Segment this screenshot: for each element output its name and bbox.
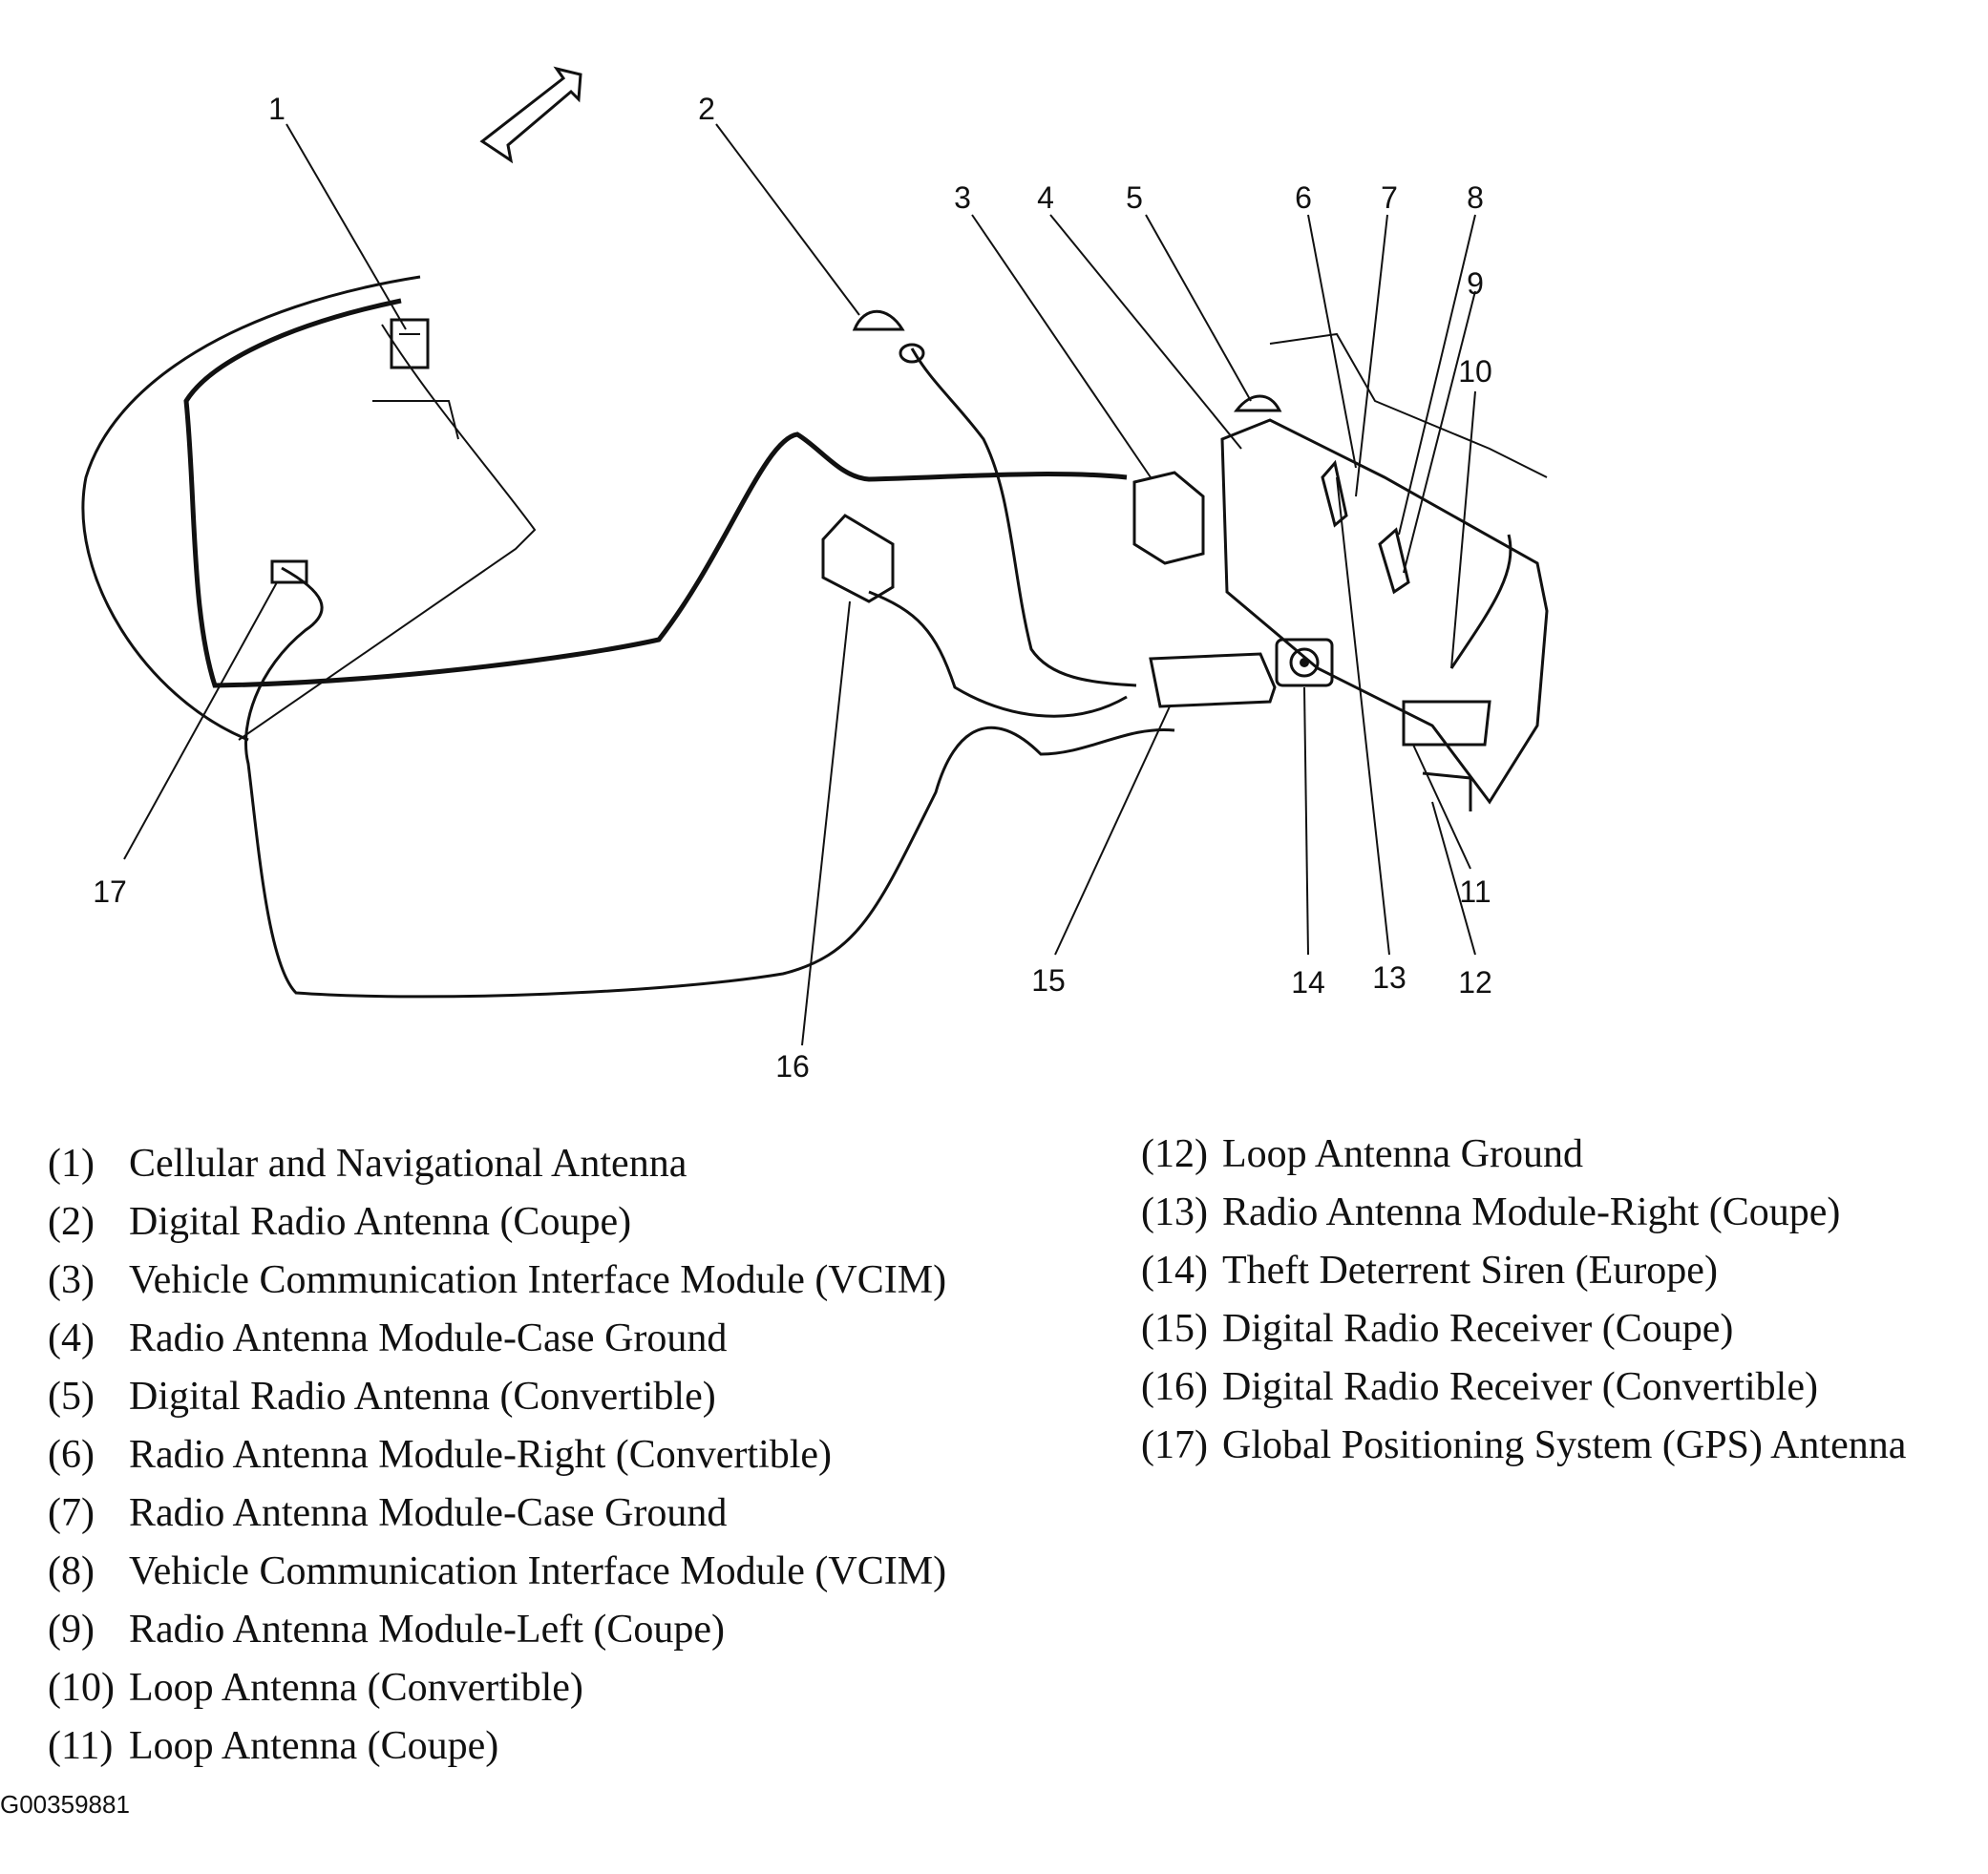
legend-item-number: (13) xyxy=(1141,1190,1208,1234)
legend-item: (13) Radio Antenna Module-Right (Coupe) xyxy=(1141,1190,1840,1235)
radio-antenna-module xyxy=(1321,459,1410,595)
legend-item-number: (6) xyxy=(48,1433,95,1477)
callout-10: 10 xyxy=(1458,354,1492,389)
legend-item-label: Digital Radio Antenna (Convertible) xyxy=(129,1375,716,1419)
callout-4: 4 xyxy=(1037,180,1054,215)
rear-glass-outline xyxy=(238,324,537,741)
legend-item: (17) Global Positioning System (GPS) Ante… xyxy=(1141,1422,1906,1468)
legend-item-number: (4) xyxy=(48,1316,95,1360)
legend-item-label: Radio Antenna Module-Case Ground xyxy=(129,1316,728,1360)
callout-13: 13 xyxy=(1372,960,1406,995)
callout-14: 14 xyxy=(1291,965,1325,1000)
callout-6: 6 xyxy=(1295,180,1312,215)
legend-item-label: Theft Deterrent Siren (Europe) xyxy=(1222,1249,1718,1293)
legend-item-label: Digital Radio Receiver (Coupe) xyxy=(1222,1307,1734,1351)
legend-item-number: (10) xyxy=(48,1666,115,1710)
callout-16: 16 xyxy=(775,1049,810,1084)
legend-item-label: Digital Radio Receiver (Convertible) xyxy=(1222,1365,1818,1409)
legend-item: (10) Loop Antenna (Convertible) xyxy=(48,1665,583,1711)
callout-17: 17 xyxy=(93,874,127,909)
callout-11: 11 xyxy=(1459,874,1491,909)
legend-item: (6) Radio Antenna Module-Right (Convertib… xyxy=(48,1432,832,1478)
legend-item-label: Radio Antenna Module-Case Ground xyxy=(129,1491,728,1535)
legend-item-number: (5) xyxy=(48,1375,95,1419)
main-harness xyxy=(183,298,1128,688)
legend-item-number: (11) xyxy=(48,1724,114,1768)
callout-7: 7 xyxy=(1381,180,1398,215)
legend-item-number: (7) xyxy=(48,1491,95,1535)
legend-item-label: Radio Antenna Module-Right (Coupe) xyxy=(1222,1190,1841,1234)
legend-item-number: (2) xyxy=(48,1200,95,1244)
callout-9: 9 xyxy=(1467,266,1484,301)
legend-item: (12) Loop Antenna Ground xyxy=(1141,1131,1583,1177)
legend-item: (11) Loop Antenna (Coupe) xyxy=(48,1723,498,1769)
legend-item-number: (8) xyxy=(48,1549,95,1593)
rear-glass-inner xyxy=(372,400,459,440)
leader-lines xyxy=(123,123,1476,1046)
vcim-module xyxy=(1132,471,1205,565)
legend-item: (16) Digital Radio Receiver (Convertible) xyxy=(1141,1364,1818,1410)
legend-item: (2) Digital Radio Antenna (Coupe) xyxy=(48,1199,631,1245)
legend-item-label: Digital Radio Antenna (Coupe) xyxy=(129,1200,632,1244)
rear-shelf-structure xyxy=(1220,332,1549,811)
callout-8: 8 xyxy=(1467,180,1484,215)
legend-item-label: Radio Antenna Module-Left (Coupe) xyxy=(129,1608,726,1652)
legend-item-label: Loop Antenna (Convertible) xyxy=(129,1666,583,1710)
legend-item-label: Loop Antenna Ground xyxy=(1222,1132,1583,1176)
legend-item: (8) Vehicle Communication Interface Modul… xyxy=(48,1548,946,1594)
callout-3: 3 xyxy=(954,180,971,215)
legend-item: (15) Digital Radio Receiver (Coupe) xyxy=(1141,1306,1733,1352)
callout-5: 5 xyxy=(1126,180,1143,215)
legend-item-number: (14) xyxy=(1141,1249,1208,1293)
legend-item-label: Loop Antenna (Coupe) xyxy=(129,1724,499,1768)
callout-1: 1 xyxy=(268,92,286,126)
theft-deterrent-siren xyxy=(1275,638,1334,687)
legend-item-label: Vehicle Communication Interface Module (… xyxy=(129,1258,947,1302)
legend-item-number: (12) xyxy=(1141,1132,1208,1176)
legend-item: (1) Cellular and Navigational Antenna xyxy=(48,1141,687,1187)
gps-harness xyxy=(244,566,1175,999)
legend-item: (9) Radio Antenna Module-Left (Coupe) xyxy=(48,1607,725,1653)
legend-item: (4) Radio Antenna Module-Case Ground xyxy=(48,1316,727,1361)
digital-radio-receiver-convertible xyxy=(821,514,895,603)
legend-item-label: Cellular and Navigational Antenna xyxy=(129,1142,687,1186)
legend-item-number: (15) xyxy=(1141,1307,1208,1351)
cellular-nav-antenna xyxy=(390,318,430,369)
antenna-2-lead xyxy=(910,347,1137,687)
legend-item-number: (3) xyxy=(48,1258,95,1302)
rear-body-outline xyxy=(81,275,421,742)
legend-item: (5) Digital Radio Antenna (Convertible) xyxy=(48,1374,716,1420)
legend-item-label: Vehicle Communication Interface Module (… xyxy=(129,1549,947,1593)
legend-item-label: Global Positioning System (GPS) Antenna xyxy=(1222,1423,1907,1467)
callout-12: 12 xyxy=(1458,965,1492,1000)
legend-item: (14) Theft Deterrent Siren (Europe) xyxy=(1141,1248,1718,1294)
gps-antenna xyxy=(270,559,308,584)
digital-radio-receiver-coupe xyxy=(1149,652,1277,708)
legend-item: (3) Vehicle Communication Interface Modul… xyxy=(48,1257,946,1303)
legend-item-number: (1) xyxy=(48,1142,95,1186)
vcim-harness xyxy=(868,590,1128,718)
legend-item: (7) Radio Antenna Module-Case Ground xyxy=(48,1490,727,1536)
callout-2: 2 xyxy=(698,92,715,126)
legend-item-number: (9) xyxy=(48,1608,95,1652)
digital-radio-antenna-coupe xyxy=(852,309,925,364)
figure-id: G00359881 xyxy=(0,1790,130,1819)
forward-direction-arrow xyxy=(479,66,582,164)
legend-item-number: (17) xyxy=(1141,1423,1208,1467)
callout-15: 15 xyxy=(1031,963,1066,998)
legend-item-number: (16) xyxy=(1141,1365,1208,1409)
legend-item-label: Radio Antenna Module-Right (Convertible) xyxy=(129,1433,833,1477)
digital-radio-antenna-convertible xyxy=(1233,394,1282,412)
